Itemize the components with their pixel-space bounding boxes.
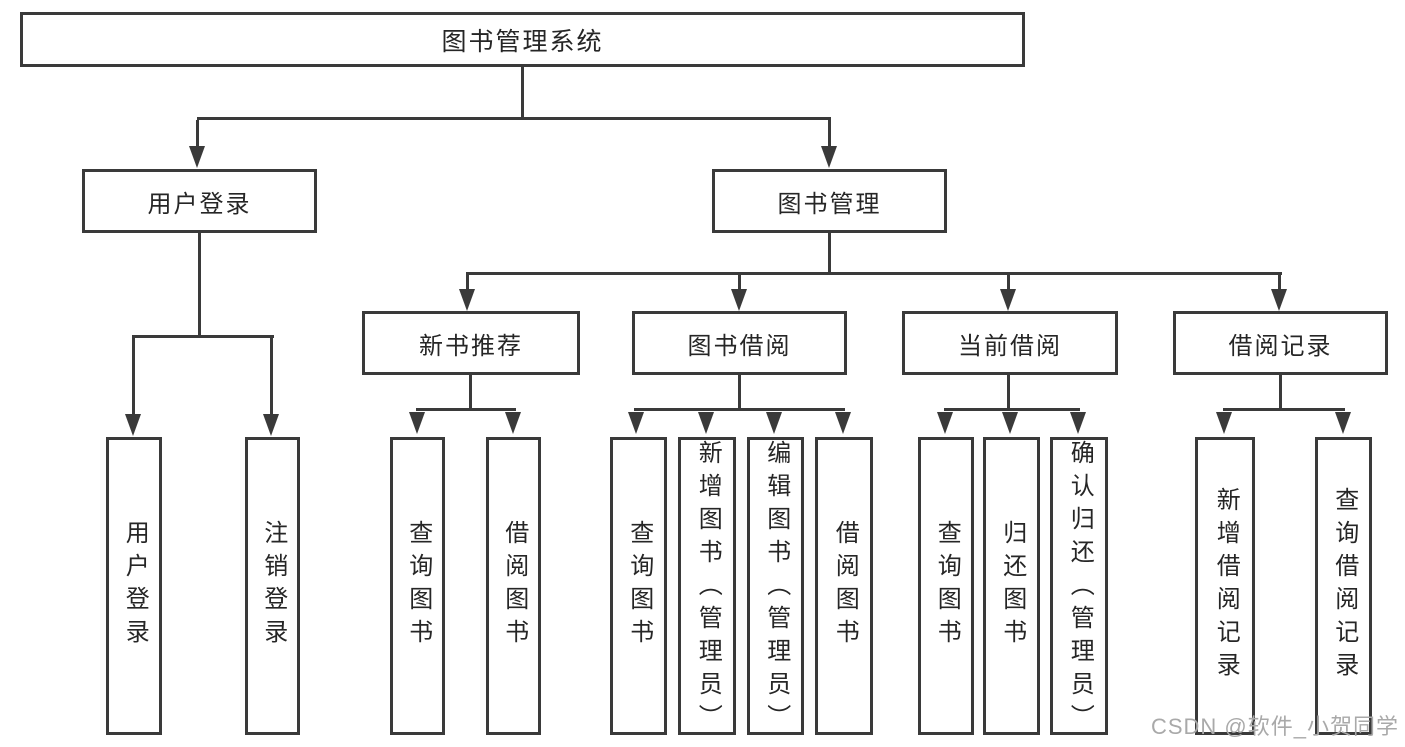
leaf-label: 借阅图书: [500, 520, 528, 652]
leaf-borrow-books-recommend: 借阅图书: [486, 437, 541, 735]
connector-line: [132, 335, 274, 338]
leaf-query-books-borrowing: 查询图书: [610, 437, 667, 735]
connector-line: [270, 338, 273, 415]
node-book-management: 图书管理: [712, 169, 947, 233]
leaf-add-borrow-record: 新增借阅记录: [1195, 437, 1255, 735]
arrowhead-down: [125, 414, 141, 436]
arrowhead-down: [937, 412, 953, 434]
connector-line: [196, 120, 199, 150]
connector-line: [828, 233, 831, 272]
connector-line: [1007, 275, 1010, 291]
connector-line: [521, 67, 524, 119]
leaf-label: 新增图书（管理员）: [694, 440, 722, 737]
arrowhead-down: [1335, 412, 1351, 434]
arrowhead-down: [821, 146, 837, 168]
connector-line: [738, 275, 741, 291]
connector-line: [1278, 275, 1281, 291]
leaf-label: 查询图书: [933, 520, 961, 652]
connector-line: [1007, 375, 1010, 408]
leaf-query-books-recommend: 查询图书: [390, 437, 445, 735]
leaf-label: 查询图书: [625, 520, 653, 652]
leaf-label: 用户登录: [121, 520, 149, 652]
leaf-label: 编辑图书（管理员）: [762, 440, 790, 737]
arrowhead-down: [1216, 412, 1232, 434]
connector-line: [1279, 375, 1282, 408]
leaf-label: 确认归还（管理员）: [1066, 440, 1094, 737]
connector-line: [944, 408, 1080, 411]
leaf-add-book-admin: 新增图书（管理员）: [678, 437, 736, 737]
connector-line: [416, 408, 516, 411]
leaf-user-login: 用户登录: [106, 437, 162, 735]
leaf-label: 新增借阅记录: [1212, 487, 1240, 685]
leaf-label: 借阅图书: [831, 520, 859, 652]
connector-line: [466, 275, 469, 291]
node-borrowing-records: 借阅记录: [1173, 311, 1388, 375]
arrowhead-down: [189, 146, 205, 168]
connector-line: [466, 272, 1282, 275]
connector-line: [132, 338, 135, 415]
leaf-edit-book-admin: 编辑图书（管理员）: [747, 437, 804, 737]
connector-line: [197, 117, 831, 120]
arrowhead-down: [628, 412, 644, 434]
node-current-borrowing: 当前借阅: [902, 311, 1118, 375]
arrowhead-down: [731, 289, 747, 311]
connector-line: [738, 375, 741, 408]
arrowhead-down: [1002, 412, 1018, 434]
connector-line: [828, 120, 831, 150]
arrowhead-down: [263, 414, 279, 436]
connector-line: [634, 408, 845, 411]
arrowhead-down: [698, 412, 714, 434]
arrowhead-down: [1271, 289, 1287, 311]
arrowhead-down: [459, 289, 475, 311]
arrowhead-down: [1070, 412, 1086, 434]
leaf-confirm-return-admin: 确认归还（管理员）: [1050, 437, 1108, 737]
arrowhead-down: [766, 412, 782, 434]
arrowhead-down: [1000, 289, 1016, 311]
leaf-label: 归还图书: [998, 520, 1026, 652]
leaf-return-book: 归还图书: [983, 437, 1040, 735]
node-book-borrowing: 图书借阅: [632, 311, 847, 375]
arrowhead-down: [409, 412, 425, 434]
node-user-login: 用户登录: [82, 169, 317, 233]
leaf-label: 查询借阅记录: [1330, 487, 1358, 685]
node-new-book-recommend: 新书推荐: [362, 311, 580, 375]
connector-line: [198, 233, 201, 335]
leaf-label: 查询图书: [404, 520, 432, 652]
leaf-borrow-books-borrowing: 借阅图书: [815, 437, 873, 735]
connector-line: [469, 375, 472, 408]
leaf-query-borrow-record: 查询借阅记录: [1315, 437, 1372, 735]
leaf-logout: 注销登录: [245, 437, 300, 735]
node-library-management-system: 图书管理系统: [20, 12, 1025, 67]
watermark: CSDN @软件_小贺同学: [1150, 714, 1399, 739]
leaf-query-books-current: 查询图书: [918, 437, 974, 735]
leaf-label: 注销登录: [259, 520, 287, 652]
arrowhead-down: [505, 412, 521, 434]
arrowhead-down: [835, 412, 851, 434]
connector-line: [1223, 408, 1345, 411]
